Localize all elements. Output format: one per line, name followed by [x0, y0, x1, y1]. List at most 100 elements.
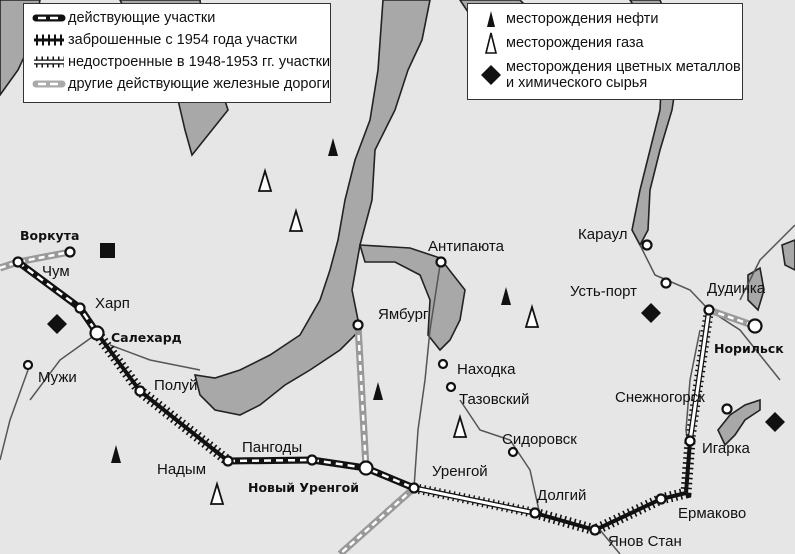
legend-item-abandoned: заброшенные с 1954 года участки — [32, 29, 330, 51]
unfinished-rail-icon — [34, 56, 64, 68]
station-snezhnogorsk — [721, 403, 733, 415]
legend-label: месторождения нефти — [506, 11, 659, 27]
label-tazovsky: Тазовский — [459, 391, 529, 408]
other-rail-icon — [32, 80, 66, 88]
station-vorkuta — [64, 246, 76, 258]
legend-item-gas: месторождения газа — [476, 30, 742, 56]
abandoned-railways — [92, 329, 696, 536]
label-ermakovo: Ермаково — [678, 505, 746, 522]
station-yanov-stan — [589, 524, 601, 536]
railway-legend: действующие участки заброшенные с 1954 г… — [23, 3, 331, 103]
label-karaul: Караул — [578, 226, 628, 243]
station-ust-port — [660, 277, 672, 289]
legend-label: действующие участки — [68, 10, 216, 26]
taz-gulf — [358, 244, 466, 352]
station-sidorovsk — [507, 446, 519, 458]
gas-triangle-icon — [484, 32, 498, 54]
ob-gulf — [193, 0, 431, 416]
station-igarka — [684, 435, 696, 447]
legend-item-metals: месторождения цветных металлов и химичес… — [476, 56, 742, 94]
label-dudinka: Дудинка — [707, 280, 766, 297]
label-novy-urengoy: Новый Уренгой — [248, 480, 359, 495]
gas-deposit-icon — [258, 170, 272, 192]
label-pangody: Пангоды — [242, 439, 302, 456]
legend-item-active: действующие участки — [32, 7, 330, 29]
label-nakhodka: Находка — [457, 361, 516, 378]
station-ermakovo — [655, 493, 667, 505]
label-chum: Чум — [42, 263, 70, 280]
metal-deposit-icon — [641, 303, 661, 323]
other-railways — [0, 248, 757, 554]
oil-triangle-icon — [487, 11, 495, 27]
station-urengoy — [408, 482, 420, 494]
abandoned-rail-icon — [34, 34, 64, 46]
station-harp — [74, 302, 86, 314]
oil-deposit-icon — [328, 138, 338, 156]
legend-label: месторождения газа — [506, 35, 644, 51]
station-antipayuta — [435, 256, 447, 268]
station-muzhi — [22, 359, 34, 371]
label-ust-port: Усть-порт — [570, 283, 637, 300]
khantaika-lake — [717, 398, 761, 447]
label-poluy: Полуй — [154, 377, 197, 394]
metal-deposit-icon — [47, 314, 67, 334]
legend-label: заброшенные с 1954 года участки — [68, 32, 298, 48]
legend-label: месторождения цветных металлов — [506, 59, 741, 75]
resources-legend: месторождения нефти месторождения газа м… — [467, 3, 743, 100]
label-igarka: Игарка — [702, 440, 750, 457]
legend-item-oil: месторождения нефти — [476, 8, 742, 30]
label-yamburg: Ямбург — [378, 306, 429, 323]
station-tazovsky — [445, 381, 457, 393]
station-poluy — [134, 385, 146, 397]
active-rail-icon — [32, 14, 66, 22]
rail-dolgiy-igarka — [533, 440, 696, 536]
rail-urengoy-dolgiy — [412, 483, 537, 518]
station-salekhard — [89, 325, 105, 341]
legend-label-line2: и химического сырья — [506, 75, 648, 91]
station-novy-urengoy — [358, 460, 374, 476]
station-dolgiy — [529, 507, 541, 519]
station-yamburg — [352, 319, 364, 331]
station-nakhodka — [437, 358, 449, 370]
stations — [12, 239, 763, 536]
rail-urengoy-south — [337, 485, 417, 554]
label-dolgiy: Долгий — [537, 487, 586, 504]
city-labels: Воркута Чум Харп Салехард Мужи Полуй Над… — [20, 226, 784, 550]
station-dudinka — [703, 304, 715, 316]
rail-igarka-dudinka — [685, 309, 714, 442]
legend-item-other: другие действующие железные дороги — [32, 73, 330, 95]
legend-label: другие действующие железные дороги — [68, 76, 330, 92]
legend-label: недостроенные в 1948-1953 гг. участки — [68, 54, 331, 70]
label-norilsk: Норильск — [714, 341, 784, 356]
rivers — [0, 224, 795, 554]
rail-dudinka-norilsk — [707, 306, 757, 330]
metal-deposit-icon — [765, 412, 785, 432]
rail-yamburg-novy-urengoy — [354, 324, 370, 469]
oil-deposit-icon — [373, 382, 383, 400]
unfinished-railways — [412, 309, 714, 518]
label-muzhi: Мужи — [38, 369, 77, 386]
label-sidorovsk: Сидоровск — [502, 431, 577, 448]
rail-nadym-urengoy — [227, 456, 416, 492]
oil-deposit-icon — [501, 287, 511, 305]
label-antipayuta: Антипаюта — [428, 238, 505, 255]
metal-diamond-icon — [481, 65, 501, 85]
station-pangody — [306, 454, 318, 466]
label-yanov-stan: Янов Стан — [608, 533, 682, 550]
station-norilsk — [747, 318, 763, 334]
station-nadym — [222, 455, 234, 467]
label-harp: Харп — [95, 295, 130, 312]
label-nadym: Надым — [157, 461, 206, 478]
legend-item-unfinished: недостроенные в 1948-1953 гг. участки — [32, 51, 330, 73]
gas-deposit-icon — [289, 210, 303, 232]
station-karaul — [641, 239, 653, 251]
norilsk-lakes — [747, 266, 765, 312]
oil-deposit-icon — [111, 445, 121, 463]
square-marker-icon — [100, 243, 115, 258]
label-snezhnogorsk: Снежногорск — [615, 389, 705, 406]
resource-deposits — [47, 138, 785, 505]
gas-deposit-icon — [453, 416, 467, 438]
lake-right — [781, 239, 795, 271]
label-salekhard: Салехард — [111, 330, 182, 345]
